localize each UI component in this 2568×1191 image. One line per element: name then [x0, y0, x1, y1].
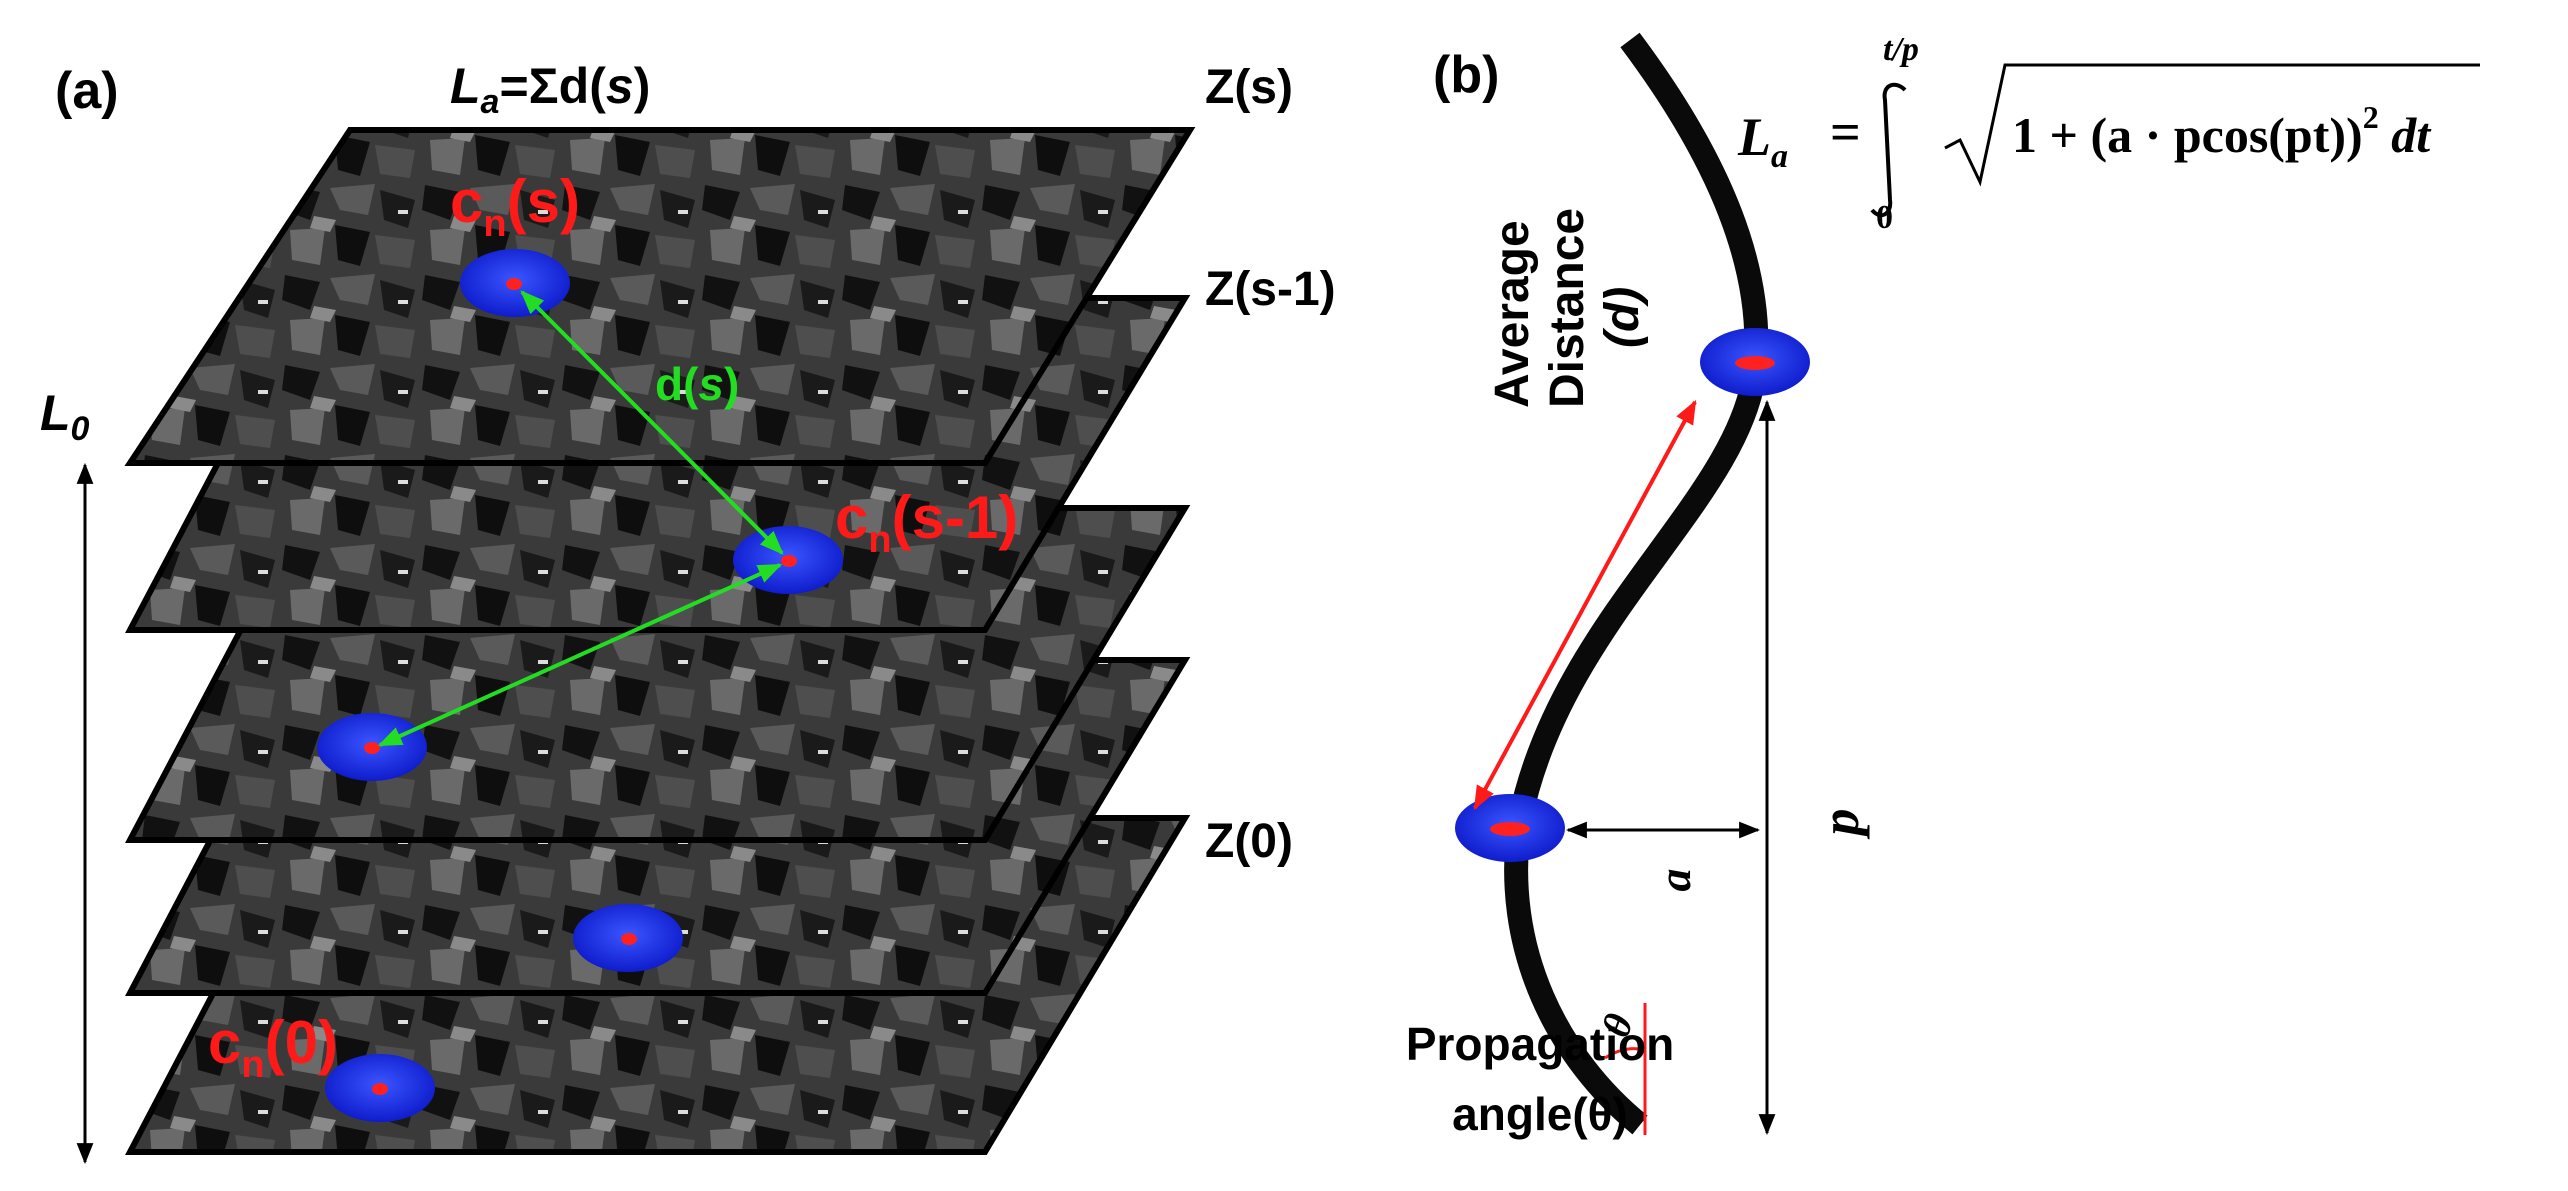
- panel-b-tag: (b): [1433, 46, 1499, 104]
- period-label: p: [1810, 809, 1870, 840]
- plane-label-zs1: Z(s-1): [1205, 263, 1336, 316]
- cell-bottom: [325, 1054, 435, 1122]
- cell-middle: [317, 713, 427, 781]
- propagation-label-line1: Propagation: [1406, 1018, 1674, 1070]
- centroid-label-cs: cn(s): [450, 168, 580, 245]
- distance-arrow-lower: [377, 563, 783, 747]
- distance-arrow-upper: [520, 290, 784, 555]
- formula-integrand: 1 + (a · pcos(pt))2 dt: [2012, 99, 2432, 163]
- panel-a-tag: (a): [55, 62, 119, 120]
- svg-text:Distance: Distance: [1541, 208, 1594, 408]
- cell-zs1: [733, 526, 843, 594]
- amplitude-label: a: [1649, 869, 1700, 892]
- centroid-label-cs1: cn(s-1): [835, 484, 1018, 561]
- sqrt-sign: [1944, 63, 2480, 187]
- formula-lhs: La: [1737, 107, 1788, 175]
- integral-sign: [1870, 82, 1907, 218]
- cell-fiber-top: [1700, 328, 1810, 396]
- average-distance-label: Average Distance (d): [1486, 208, 1649, 408]
- average-distance-arrow: [1473, 399, 1697, 811]
- svg-text:(d): (d): [1596, 287, 1649, 348]
- angle-arc: [1604, 1047, 1646, 1060]
- distance-label: d(s): [655, 358, 739, 410]
- cell-fiber-bottom: [1455, 794, 1565, 862]
- plane-label-z0: Z(0): [1205, 815, 1293, 868]
- formula-equals: =: [1830, 102, 1861, 162]
- cell-z0: [573, 904, 683, 972]
- formula-upper-limit: t/p: [1883, 31, 1919, 68]
- formula-lower-limit: 0: [1876, 199, 1893, 236]
- cell-zs: [460, 249, 570, 317]
- l0-label: L0: [40, 385, 90, 448]
- svg-text:Average: Average: [1486, 220, 1539, 408]
- propagation-label-line2: angle(θ): [1452, 1088, 1628, 1140]
- fiber-curve: [1504, 32, 1769, 1135]
- arc-length-formula: La = t/p 0 1 + (a · pcos(pt))2 dt: [1737, 31, 2480, 236]
- centroid-label-c0: cn(0): [208, 1009, 338, 1086]
- la-sum-label: La=Σd(s): [450, 58, 650, 121]
- plane-label-zs: Z(s): [1205, 61, 1293, 114]
